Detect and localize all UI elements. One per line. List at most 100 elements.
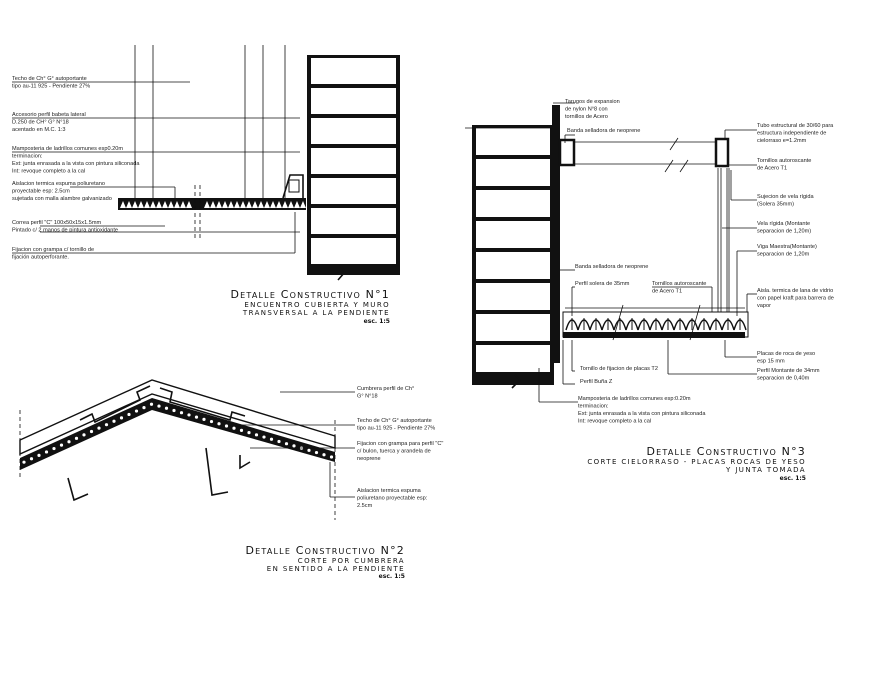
annotation-text: Perfil Buña Z xyxy=(580,379,613,385)
detail2-annotation: Techo de Ch° G° autoportante tipo au-11 9… xyxy=(357,418,435,432)
annotation-text: Ext: junta enrasada a la vista con pintu… xyxy=(578,411,706,417)
brick xyxy=(476,190,550,217)
flashing-profile xyxy=(282,174,304,199)
detail3-annotation: Banda selladora de neoprene xyxy=(575,264,648,270)
annotation-text: Techo de Ch° G° autoportante xyxy=(12,76,87,82)
annotation-text: con papel kraft para barrera de xyxy=(757,296,834,302)
annotation-text: poliuretano proyectable esp: xyxy=(357,496,428,502)
detail-3-drawing xyxy=(465,102,757,403)
brick xyxy=(311,118,396,144)
detail-1-subtitle-line: ENCUENTRO CUBIERTA Y MURO xyxy=(244,301,390,309)
detail-1-subtitle-line: TRANSVERSAL A LA PENDIENTE xyxy=(242,309,390,317)
annotation-text: Mamposteria de ladrillos comunes esp:0.2… xyxy=(578,396,691,402)
detail3-annotation: Banda selladora de neoprene xyxy=(567,128,640,134)
annotation-text: terminacion: xyxy=(578,404,609,410)
brick xyxy=(476,283,550,310)
detail-1-drawing xyxy=(12,45,400,281)
annotation-text: tornillos de Acero xyxy=(565,114,608,120)
detail-3-scale: esc. 1:5 xyxy=(780,475,806,482)
annotation-text: acentado en M.C. 1:3 xyxy=(12,127,66,133)
structural-tube xyxy=(714,137,730,168)
detail3-annotation: Placas de roca de yeso esp 15 mm xyxy=(757,351,815,365)
detail-3-title: Detalle Constructivo N°3 xyxy=(646,445,806,458)
annotation-text: Tornillos autoroscante xyxy=(652,281,706,287)
annotation-text: Banda selladora de neoprene xyxy=(567,128,640,134)
annotation-text: Fijacion con grampa para perfil "C" xyxy=(357,441,443,447)
annotation-text: Vela rígida (Montante xyxy=(757,221,810,227)
annotation-text: Tubo estructural de 30/60 para xyxy=(757,123,834,129)
neoprene-band xyxy=(558,138,576,167)
annotation-text: Int: revoque completo a la cal xyxy=(578,419,651,425)
c-purlin xyxy=(288,179,300,193)
annotation-text: proyectable esp: 2.5cm xyxy=(12,189,70,195)
insulation-pattern xyxy=(120,201,306,208)
annotation-text: Techo de Ch° G° autoportante xyxy=(357,418,432,424)
brick xyxy=(476,345,550,372)
c-purlin-center xyxy=(205,447,229,496)
annotation-text: Perfil solera de 35mm xyxy=(575,281,630,287)
annotation-text: tipo au-11 925 - Pendiente 27% xyxy=(12,84,90,90)
annotation-text: Cumbrera perfil de Ch° xyxy=(357,386,414,392)
annotation-text: Correa perfil "C" 100x50x15x1.5mm xyxy=(12,220,101,226)
detail3-annotation: Perfil solera de 35mm xyxy=(575,281,630,287)
brick xyxy=(476,221,550,248)
roof-sheet-verticals xyxy=(134,45,286,198)
detail1-annotation: Mamposteria de ladrillos comunes esp0.20… xyxy=(12,146,140,175)
brick xyxy=(476,128,550,155)
detail1-annotation: Aislacion termica espuma poliuretanoproy… xyxy=(12,181,112,202)
detail3-annotation: Sujecion de vela rígida(Solera 35mm) xyxy=(757,194,814,208)
detail3-annotation: Tubo estructural de 30/60 paraestructura… xyxy=(757,123,834,144)
detail1-annotation: Correa perfil "C" 100x50x15x1.5mmPintado… xyxy=(12,220,118,234)
annotation-text: terminacion: xyxy=(12,154,43,160)
annotation-text: Mamposteria de ladrillos comunes esp0.20… xyxy=(12,146,123,152)
detail3-annotation: Perfil Montante de 34mm separacion de 0,4… xyxy=(757,368,820,382)
detail-3-subtitle-line: CORTE CIELORRASO - PLACAS ROCAS DE YESO xyxy=(587,458,806,466)
annotation-text: tipo au-11 925 - Pendiente 27% xyxy=(357,426,435,432)
detail3-annotation: Perfil Buña Z xyxy=(580,379,613,385)
detail2-annotation: Fijacion con grampa para perfil "C" c/ bu… xyxy=(357,441,443,462)
annotation-text: G° N°18 xyxy=(357,394,378,400)
detail-1-title: Detalle Constructivo N°1 xyxy=(230,288,390,301)
annotation-text: Accesorio perfil babeta lateral xyxy=(12,112,86,118)
annotation-text: Perfil Montante de 34mm xyxy=(757,368,820,374)
wall-plaster-face xyxy=(552,105,560,363)
annotation-text: esp 15 mm xyxy=(757,359,785,365)
annotation-text: D.250 de CH° G° N°18 xyxy=(12,120,69,126)
annotation-text: Ext: junta enrasada a la vista con pintu… xyxy=(12,161,140,167)
annotation-text: sujetada con malla alambre galvanizado xyxy=(12,196,112,202)
annotation-text: Aisla. termica de lana de vidrio xyxy=(757,288,833,294)
brick xyxy=(311,238,396,264)
detail-2-scale: esc. 1:5 xyxy=(379,573,405,580)
annotation-text: cielorraso e=1.2mm xyxy=(757,138,807,144)
detail-1-scale: esc. 1:5 xyxy=(364,318,390,325)
detail3-annotation: Tornillo de fijacion de placas T2 xyxy=(580,366,658,372)
annotation-text: de Acero T1 xyxy=(757,166,787,172)
detail2-annotation: Cumbrera perfil de Ch° G° N°18 xyxy=(357,386,414,400)
annotation-text: 2.5cm xyxy=(357,503,373,509)
annotation-text: neoprene xyxy=(357,456,381,462)
brick xyxy=(311,88,396,114)
annotation-text: Viga Maestra(Montante) xyxy=(757,244,817,250)
annotation-text: separacion de 0,40m xyxy=(757,376,810,382)
annotation-text: Fijacion con grampa c/ tornillo de xyxy=(12,247,94,253)
brick-wall xyxy=(472,125,554,385)
detail3-annotation: Aisla. termica de lana de vidrio con pape… xyxy=(757,288,834,309)
brick xyxy=(311,208,396,234)
brick xyxy=(476,252,550,279)
detail-3-title-block: Detalle Constructivo N°3 CORTE CIELORRAS… xyxy=(587,445,806,482)
detail-2-title-block: Detalle Constructivo N°2 CORTE POR CUMBR… xyxy=(245,544,405,580)
detail1-annotation: Techo de Ch° G° autoportante tipo au-11 9… xyxy=(12,76,90,90)
detail-2-subtitle-line: CORTE POR CUMBRERA xyxy=(298,557,405,565)
insulation-pattern xyxy=(565,318,747,331)
detail-2-title: Detalle Constructivo N°2 xyxy=(245,544,405,557)
annotation-text: Placas de roca de yeso xyxy=(757,351,815,357)
brick xyxy=(476,159,550,186)
annotation-text: c/ bulon, tuerca y arandela de xyxy=(357,449,431,455)
annotation-text: Tarugos de expansion xyxy=(565,99,620,105)
annotation-text: fijación autoperforante. xyxy=(12,255,69,261)
